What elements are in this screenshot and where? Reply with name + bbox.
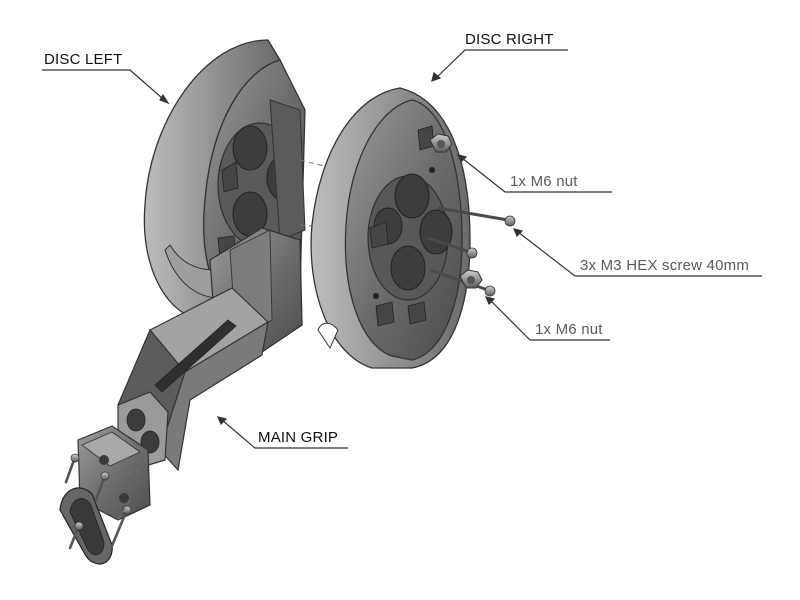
nut-top [429, 133, 453, 153]
grip-end-screws [64, 453, 132, 550]
hex-screws [427, 206, 516, 297]
disc-left-label: DISC LEFT [44, 51, 123, 68]
leader-lines [42, 49, 762, 449]
disc-right-label: DISC RIGHT [465, 31, 554, 48]
nut-bottom-label: 1x M6 nut [535, 321, 603, 338]
hex-screws-label: 3x M3 HEX screw 40mm [580, 257, 750, 274]
main-grip-part [117, 227, 303, 472]
disc-right-part [310, 87, 471, 369]
nut-top-label: 1x M6 nut [510, 173, 578, 190]
nut-bottom [459, 269, 483, 289]
main-grip-label: MAIN GRIP [258, 429, 339, 446]
